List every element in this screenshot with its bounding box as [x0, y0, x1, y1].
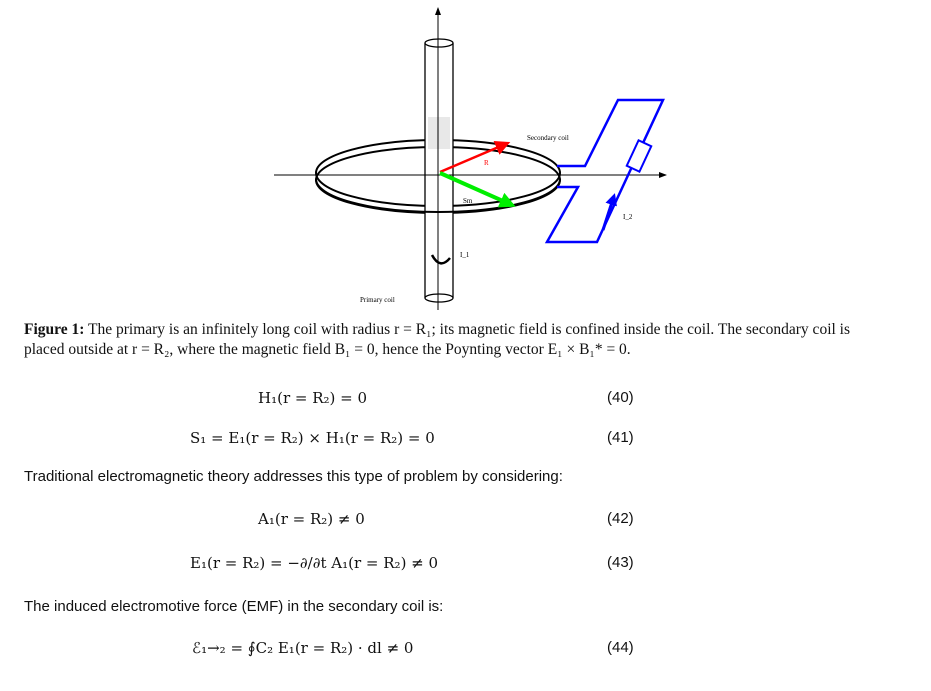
paragraph: Traditional electromagnetic theory addre…: [24, 468, 563, 485]
caption-line2: placed outside at r = R₂, where the magn…: [24, 341, 631, 358]
caption-line1: The primary is an infinitely long coil w…: [84, 321, 851, 338]
equation-number: (44): [607, 639, 634, 656]
paragraph: The induced electromotive force (EMF) in…: [24, 598, 444, 615]
r-arrow: [439, 141, 511, 174]
equation-44: ℰ₁→₂ = ∮C₂ E₁(r = R₂) · dl ≠ 0: [192, 639, 414, 657]
secondary-loop: [544, 98, 665, 244]
sm-arrow: [439, 171, 516, 208]
label-secondary: Secondary coil: [527, 134, 569, 142]
figure-caption: Figure 1: The primary is an infinitely l…: [24, 320, 929, 360]
label-sm: Sm: [463, 197, 473, 205]
label-i2: I_2: [623, 213, 633, 221]
equation-number: (40): [607, 389, 634, 406]
equation-number: (43): [607, 554, 634, 571]
label-i1: I_1: [460, 251, 470, 259]
primary-coil-cylinder: [424, 38, 454, 303]
figure-diagram: Secondary coil R Sm I_1 I_2 Primary coil: [274, 7, 667, 310]
equation-41: S₁ = E₁(r = R₂) × H₁(r = R₂) = 0: [190, 429, 435, 447]
i1-arrow: [430, 254, 451, 265]
equation-number: (41): [607, 429, 634, 446]
i2-arrow: [601, 193, 617, 231]
equation-40: H₁(r = R₂) = 0: [258, 389, 368, 407]
label-primary: Primary coil: [360, 296, 395, 304]
caption-label: Figure 1:: [24, 321, 85, 338]
label-r: R: [484, 159, 489, 167]
equation-42: A₁(r = R₂) ≠ 0: [258, 510, 365, 528]
equation-43: E₁(r = R₂) = −∂/∂t A₁(r = R₂) ≠ 0: [190, 554, 439, 572]
resistor: [625, 139, 653, 173]
equation-number: (42): [607, 510, 634, 527]
